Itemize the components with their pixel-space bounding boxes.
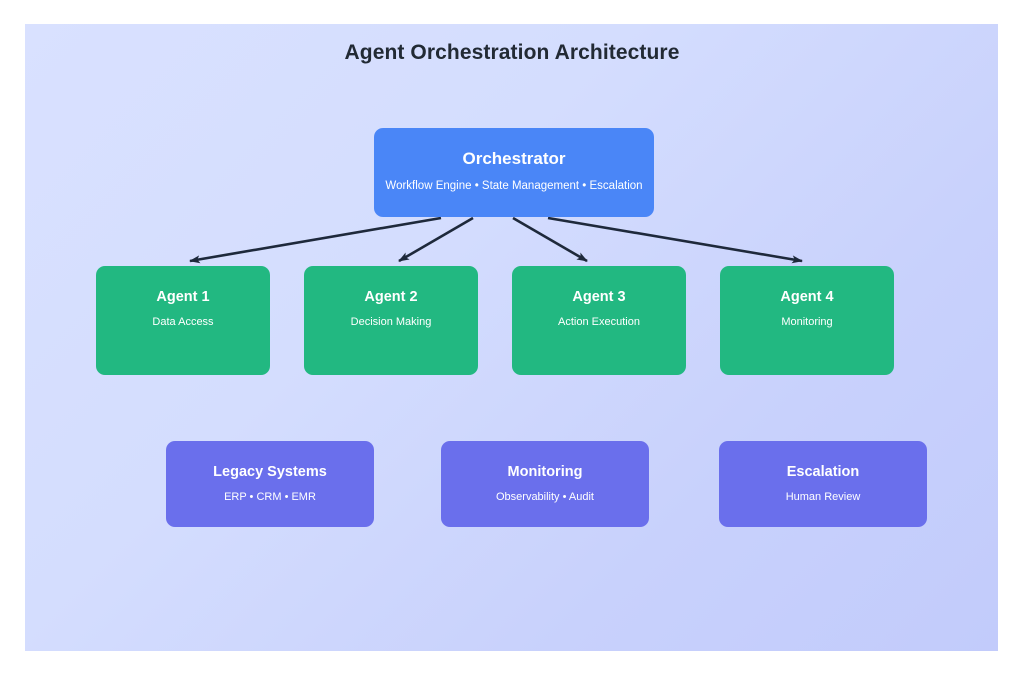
node-agent-2-subtitle: Decision Making: [350, 315, 432, 328]
node-legacy-systems[interactable]: Legacy Systems ERP • CRM • EMR: [166, 441, 374, 527]
node-agent-2[interactable]: Agent 2 Decision Making: [304, 266, 478, 375]
node-agent-4[interactable]: Agent 4 Monitoring: [720, 266, 894, 375]
node-monitoring[interactable]: Monitoring Observability • Audit: [441, 441, 649, 527]
node-agent-4-subtitle: Monitoring: [781, 315, 833, 328]
node-agent-3-title: Agent 3: [572, 289, 626, 305]
node-escalation-title: Escalation: [786, 464, 860, 480]
node-legacy-systems-title: Legacy Systems: [213, 464, 327, 480]
node-monitoring-subtitle: Observability • Audit: [495, 490, 594, 503]
node-agent-3-subtitle: Action Execution: [558, 315, 640, 328]
node-orchestrator[interactable]: Orchestrator Workflow Engine • State Man…: [374, 128, 654, 217]
node-orchestrator-title: Orchestrator: [462, 149, 566, 168]
node-agent-1-title: Agent 1: [156, 289, 210, 305]
node-legacy-systems-subtitle: ERP • CRM • EMR: [224, 490, 316, 503]
node-escalation[interactable]: Escalation Human Review: [719, 441, 927, 527]
node-agent-4-title: Agent 4: [780, 289, 834, 305]
node-escalation-subtitle: Human Review: [785, 490, 861, 503]
node-monitoring-title: Monitoring: [507, 464, 583, 480]
node-orchestrator-subtitle: Workflow Engine • State Management • Esc…: [385, 179, 643, 192]
node-agent-3[interactable]: Agent 3 Action Execution: [512, 266, 686, 375]
node-agent-2-title: Agent 2: [364, 289, 418, 305]
node-agent-1-subtitle: Data Access: [152, 315, 214, 328]
node-agent-1[interactable]: Agent 1 Data Access: [96, 266, 270, 375]
diagram-title: Agent Orchestration Architecture: [344, 41, 680, 64]
